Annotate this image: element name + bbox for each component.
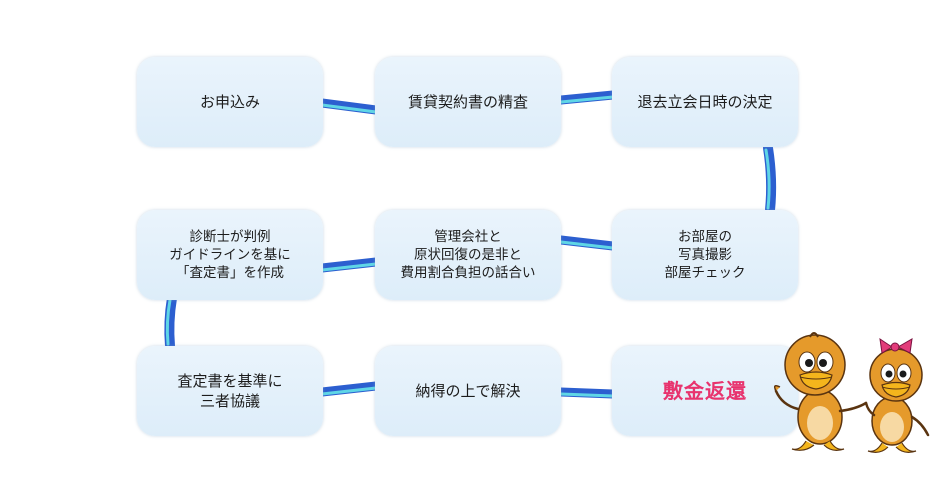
step-contract-review: 賃貸契約書の精査 [375,57,561,147]
connector-s2-s3 [556,90,618,105]
connector-s4-s5 [556,235,618,251]
step-contract-review-label: 賃貸契約書の精査 [407,93,528,111]
step-schedule-inspection-label: 退去立会日時の決定 [637,93,773,111]
step-room-photo-check-label: お部屋の 写真撮影 部屋チェック [664,229,746,281]
step-assessment-report: 診断士が判例 ガイドラインを基に 「査定書」を作成 [137,210,323,300]
duck-mascot-icon [773,332,930,453]
connector-s7-s8 [317,381,381,397]
step-application-label: お申込み [199,93,260,111]
step-management-discussion: 管理会社と 原状回復の是非と 費用割合負担の話合い [375,210,561,300]
duck-mascot-right-icon [864,337,930,453]
step-room-photo-check: お部屋の 写真撮影 部屋チェック [612,210,798,300]
step-three-party-talks-label: 査定書を基準に 三者協議 [177,372,283,410]
step-agreed-resolution-label: 納得の上で解決 [415,382,521,400]
step-deposit-return-label: 敷金返還 [663,379,747,403]
connector-s1-s2 [317,98,381,115]
connector-s5-s6 [317,257,381,273]
step-agreed-resolution: 納得の上で解決 [375,346,561,436]
connector-s3-s4 [763,143,777,215]
step-schedule-inspection: 退去立会日時の決定 [612,57,798,147]
step-assessment-report-label: 診断士が判例 ガイドラインを基に 「査定書」を作成 [169,229,291,281]
connector-s8-s9 [556,387,618,399]
step-management-discussion-label: 管理会社と 原状回復の是非と 費用割合負担の話合い [400,229,536,281]
duck-mascot-left-icon [773,332,868,451]
step-deposit-return: 敷金返還 [612,346,798,436]
step-application: お申込み [137,57,323,147]
connector-s6-s7 [164,293,177,351]
step-three-party-talks: 査定書を基準に 三者協議 [137,346,323,436]
